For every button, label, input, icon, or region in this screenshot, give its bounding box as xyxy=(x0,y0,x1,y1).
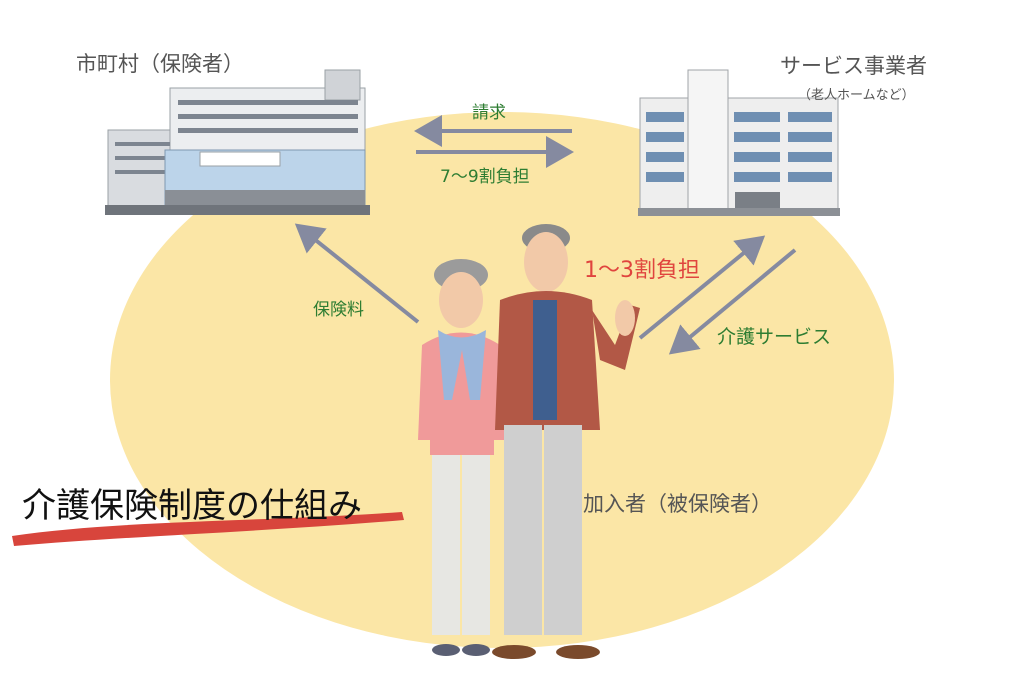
user-share-label: 1～3割負担 xyxy=(584,258,700,283)
diagram-title: 介護保険制度の仕組み xyxy=(22,486,362,526)
municipality-label: 市町村（保険者） xyxy=(76,52,244,76)
municipality-building-icon xyxy=(105,69,370,215)
care-service-label: 介護サービス xyxy=(717,326,832,348)
title-underline xyxy=(12,512,404,546)
care-facility-building-icon xyxy=(638,69,840,216)
elderly-woman-icon xyxy=(418,259,505,656)
elderly-man-icon xyxy=(492,224,640,659)
premium-label: 保険料 xyxy=(313,300,364,320)
premium-arrow xyxy=(294,223,420,324)
provider-sublabel: （老人ホームなど） xyxy=(798,88,915,103)
insured-label: 加入者（被保険者） xyxy=(583,492,772,516)
provider-label: サービス事業者 xyxy=(780,54,927,78)
care-service-arrow xyxy=(668,248,797,355)
payment-share-label: 7～9割負担 xyxy=(440,167,530,187)
claim-label: 請求 xyxy=(472,103,506,123)
user-share-arrow xyxy=(638,235,766,340)
